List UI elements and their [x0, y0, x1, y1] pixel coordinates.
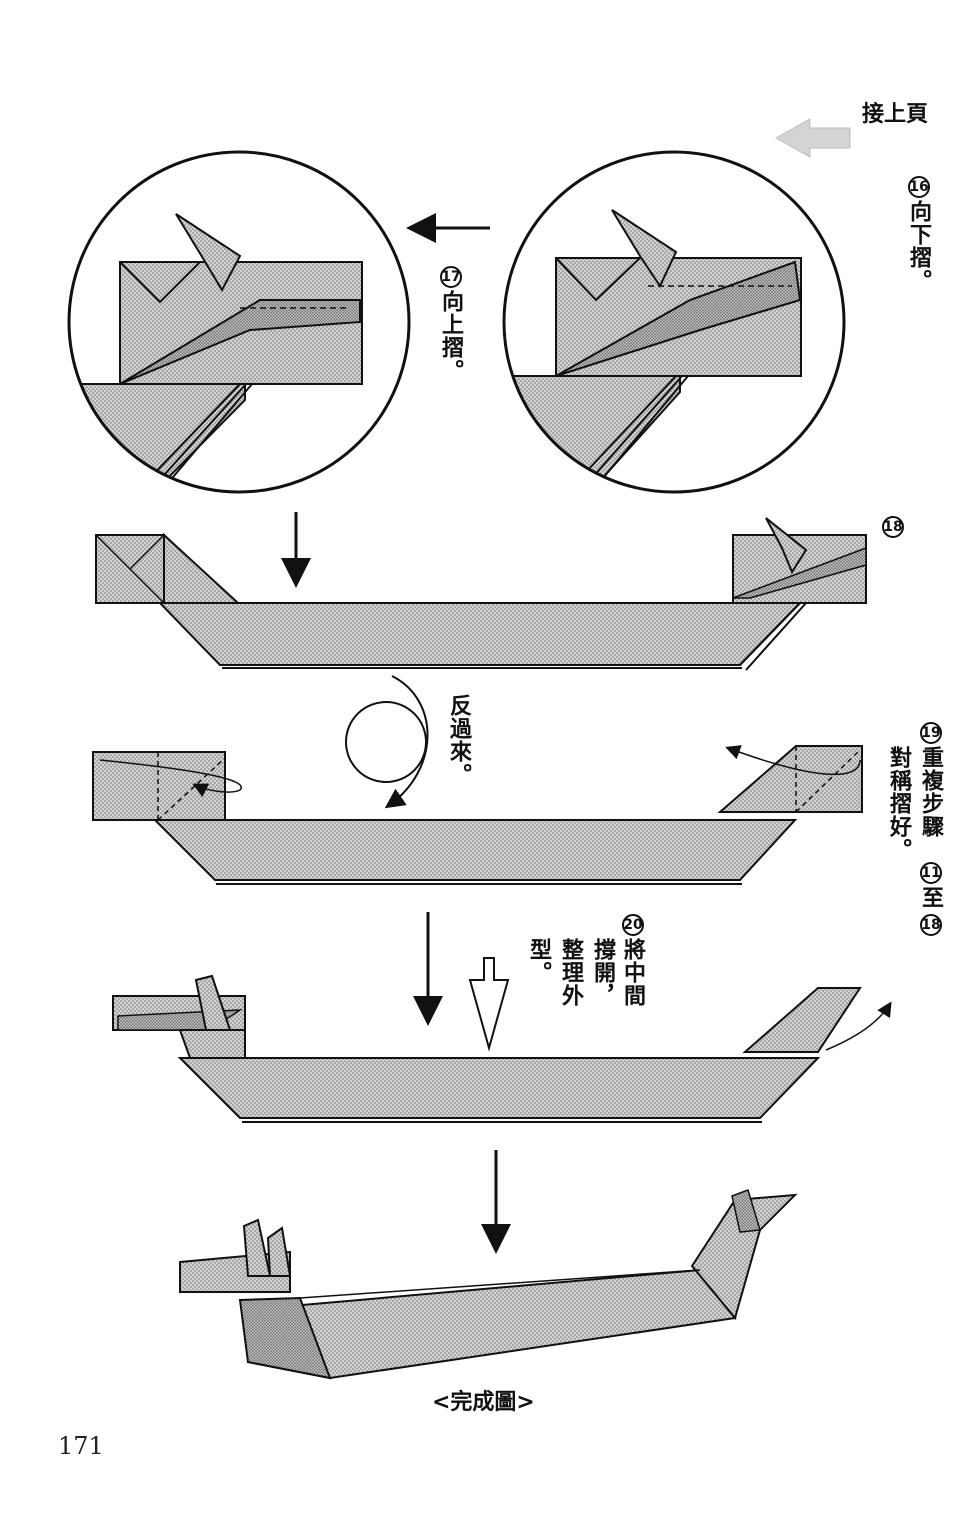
turn-over-instruction: 反過來。: [446, 694, 471, 786]
step19-number: 19: [920, 722, 942, 744]
step19-instruction-mid: 至: [918, 886, 943, 909]
step20-boat: [112, 974, 892, 1123]
step20-instruction-line3: 整理外: [558, 938, 583, 1007]
step16-number: 16: [908, 176, 930, 198]
step20-instruction-line2: 撐開，: [590, 938, 615, 1007]
turn-over-symbol: [345, 675, 429, 809]
step19-instruction-line2: 對稱摺好。: [886, 746, 911, 861]
page-number: 171: [58, 1432, 104, 1460]
finished-dragon-boat: [179, 1189, 798, 1380]
step17-instruction: 向上摺。: [438, 290, 463, 382]
step19-boat: [92, 745, 863, 885]
continued-from-previous-label: 接上頁: [862, 102, 929, 127]
push-open-arrow: [468, 957, 510, 1052]
step18-boat: [95, 517, 867, 671]
step20-instruction-line1: 將中間: [620, 938, 645, 1007]
step20-number: 20: [622, 914, 644, 936]
step19-ref-b: 18: [920, 914, 942, 936]
step19-ref-a: 11: [920, 862, 942, 884]
step16-detail-circle: [502, 150, 846, 494]
step19-instruction-line1: 重複步驟: [918, 746, 943, 838]
step17-detail-circle: [67, 150, 411, 494]
step20-instruction-line4: 型。: [526, 938, 551, 984]
continue-arrow: [774, 118, 851, 158]
finished-figure-caption: <完成圖>: [432, 1390, 535, 1415]
step16-instruction: 向下摺。: [906, 200, 931, 292]
step17-number: 17: [440, 266, 462, 288]
step18-number: 18: [882, 516, 904, 538]
